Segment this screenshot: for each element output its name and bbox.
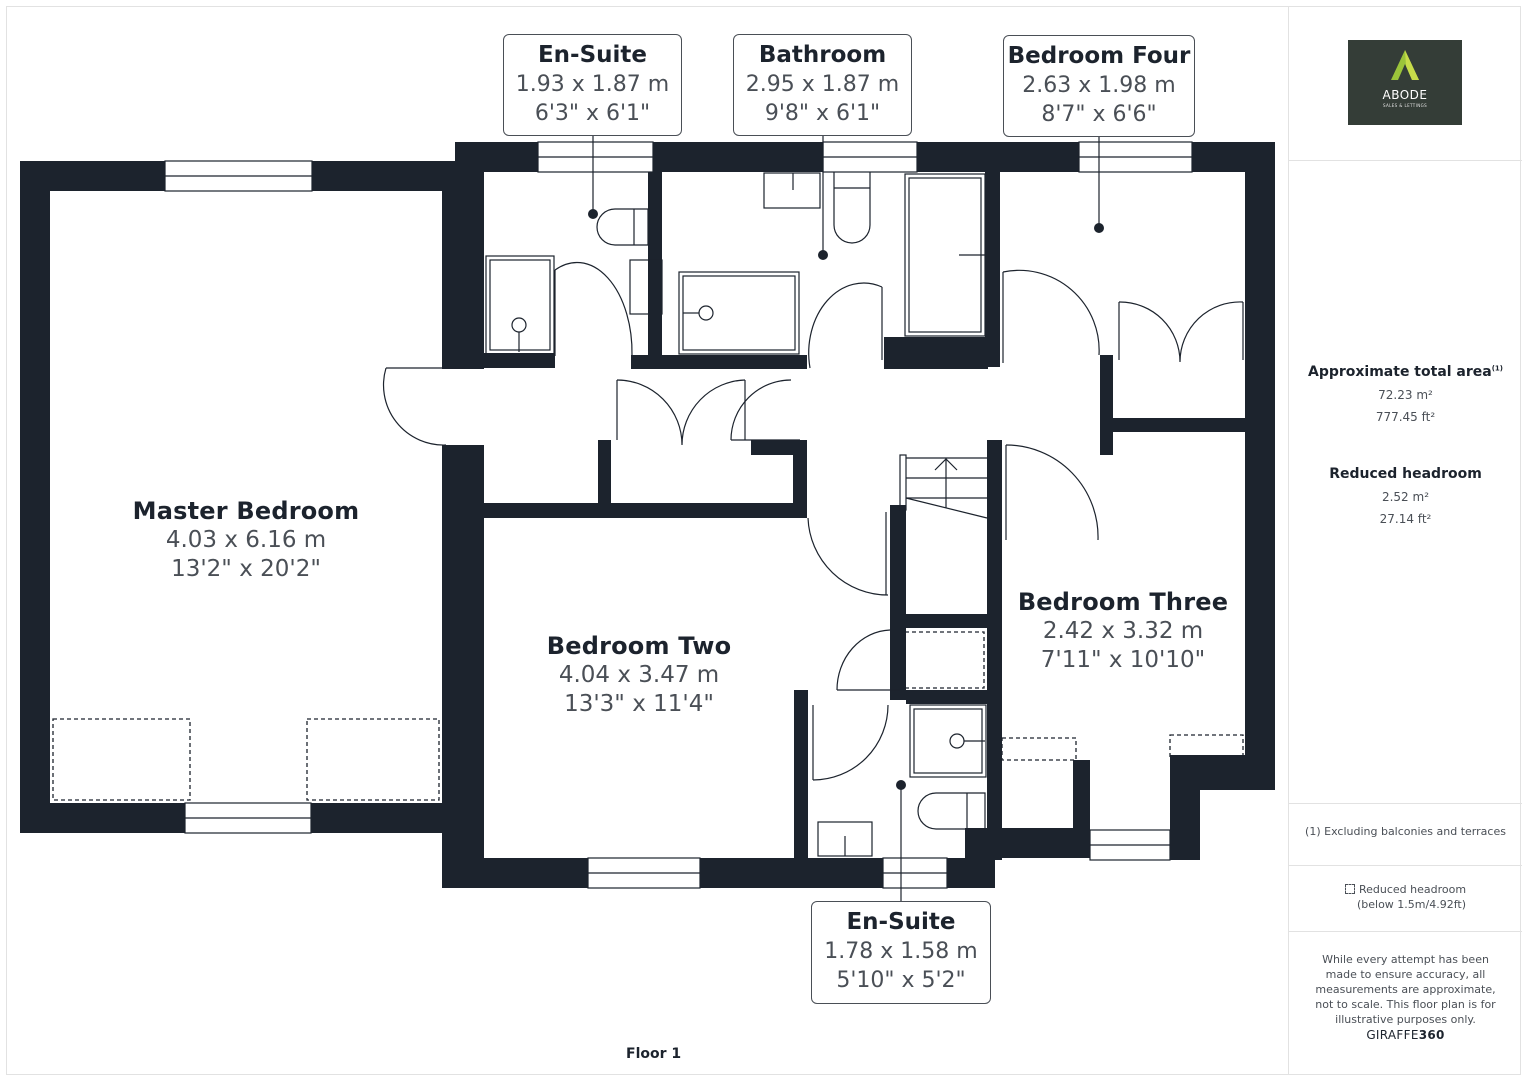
room-name: Master Bedroom [132, 497, 360, 525]
room-imperial: 8'7" x 6'6" [1041, 102, 1157, 127]
total-area-title: Approximate total area(1) [1289, 364, 1522, 380]
total-area-metric: 72.23 m² [1378, 388, 1433, 402]
total-area-title-text: Approximate total area [1307, 364, 1492, 380]
walls [20, 142, 1275, 888]
page-frame [6, 6, 1521, 1075]
room-metric: 4.04 x 3.47 m [558, 662, 720, 688]
reduced-headroom-title: Reduced headroom [1329, 466, 1482, 482]
brand-suffix: 360 [1418, 1028, 1445, 1042]
fixtures [164, 141, 1244, 889]
room-name: En-Suite [846, 909, 956, 935]
callout-en-suite-bottom: En-Suite 1.78 x 1.58 m 5'10" x 5'2" [811, 901, 991, 1004]
room-metric: 2.42 x 3.32 m [1042, 618, 1204, 644]
legend-section: Reduced headroom (below 1.5m/4.92ft) [1289, 865, 1522, 932]
room-metric: 4.03 x 6.16 m [165, 527, 327, 553]
room-label-bedroom-three: Bedroom Three 2.42 x 3.32 m 7'11" x 10'1… [1002, 587, 1244, 675]
reduced-headroom-zones [52, 631, 1244, 801]
room-imperial: 9'8" x 6'1" [764, 101, 881, 126]
reduced-headroom-metric: 2.52 m² [1381, 490, 1430, 504]
reduced-headroom-imperial: 27.14 ft² [1379, 512, 1432, 526]
room-imperial: 13'3" x 11'4" [564, 691, 714, 717]
room-label-master-bedroom: Master Bedroom 4.03 x 6.16 m 13'2" x 20'… [100, 496, 392, 584]
room-imperial: 5'10" x 5'2" [836, 968, 966, 993]
legend-label-row: Reduced headroom [1289, 882, 1522, 897]
legend-block: Reduced headroom (below 1.5m/4.92ft) [1289, 882, 1522, 912]
room-label-bedroom-two: Bedroom Two 4.04 x 3.47 m 13'3" x 11'4" [500, 631, 778, 719]
room-metric: 1.93 x 1.87 m [515, 72, 670, 97]
callout-bedroom-four: Bedroom Four 2.63 x 1.98 m 8'7" x 6'6" [1003, 35, 1195, 137]
reduced-headroom-block: Reduced headroom 2.52 m² 27.14 ft² [1289, 466, 1522, 530]
callout-pointers [588, 135, 1104, 902]
room-name: Bedroom Four [1007, 43, 1191, 69]
dashed-box-icon [1344, 884, 1355, 894]
total-area-block: Approximate total area(1) 72.23 m² 777.4… [1289, 364, 1522, 428]
room-name: En-Suite [537, 42, 648, 68]
brand-prefix: GIRAFFE [1366, 1028, 1419, 1042]
floor-plan: Master Bedroom 4.03 x 6.16 m 13'2" x 20'… [20, 34, 1275, 1062]
footnote-text: (1) Excluding balconies and terraces [1305, 825, 1506, 838]
room-metric: 1.78 x 1.58 m [824, 939, 978, 964]
logo-word: ABODE [1382, 88, 1428, 102]
disclaimer-section: While every attempt has been made to ens… [1289, 931, 1522, 1074]
info-sidebar: ABODE SALES & LETTINGS Approximate total… [1288, 6, 1522, 1075]
logo-section: ABODE SALES & LETTINGS [1289, 6, 1522, 161]
room-metric: 2.95 x 1.87 m [745, 72, 900, 97]
giraffe360-brand: GIRAFFE360 [1289, 1028, 1522, 1042]
area-section: Approximate total area(1) 72.23 m² 777.4… [1289, 160, 1522, 804]
room-metric: 2.63 x 1.98 m [1022, 73, 1176, 98]
total-area-imperial: 777.45 ft² [1375, 410, 1436, 424]
callout-bathroom: Bathroom 2.95 x 1.87 m 9'8" x 6'1" [733, 34, 912, 136]
floor-label: Floor 1 [626, 1046, 682, 1062]
room-name: Bedroom Two [546, 632, 732, 660]
legend-label: Reduced headroom [1358, 883, 1467, 896]
room-imperial: 13'2" x 20'2" [171, 556, 321, 582]
room-imperial: 6'3" x 6'1" [534, 101, 651, 126]
room-name: Bathroom [758, 42, 887, 68]
legend-detail: (below 1.5m/4.92ft) [1356, 898, 1466, 911]
room-name: Bedroom Three [1017, 588, 1229, 616]
callout-en-suite-top: En-Suite 1.93 x 1.87 m 6'3" x 6'1" [503, 34, 682, 136]
room-imperial: 7'11" x 10'10" [1040, 647, 1206, 673]
abode-a-mark-icon [1391, 50, 1419, 80]
abode-logo: ABODE SALES & LETTINGS [1348, 40, 1462, 125]
floor-plan-drawing [20, 135, 1275, 902]
footnote-section: (1) Excluding balconies and terraces [1289, 803, 1522, 866]
disclaimer-text: While every attempt has been made to ens… [1315, 953, 1496, 1026]
logo-subtitle: SALES & LETTINGS [1382, 103, 1428, 108]
footnote-marker: (1) [1491, 364, 1504, 373]
